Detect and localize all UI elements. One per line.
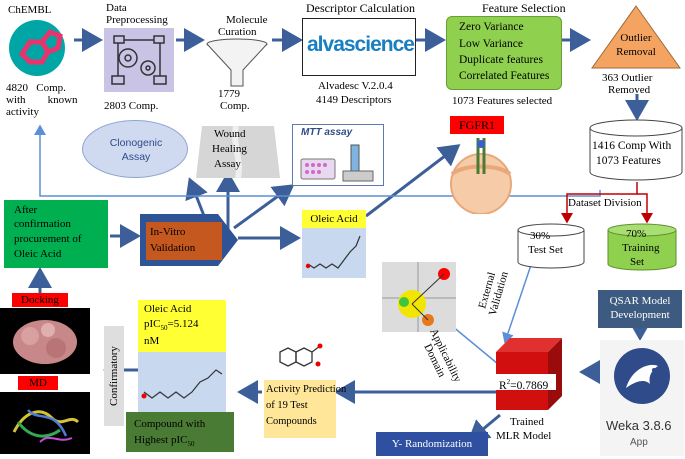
preprocessing-icon	[104, 28, 174, 92]
trained-line-2: MLR Model	[496, 430, 552, 442]
curation-title-1: Molecule	[226, 14, 268, 26]
qsar-line-2: Development	[610, 309, 670, 321]
y-randomization-box: Y- Randomization	[376, 432, 488, 456]
test-set-pct: 30%	[530, 230, 551, 242]
after-line-3: procurement of	[14, 233, 82, 245]
invitro-shape	[140, 214, 238, 266]
outlier-count-1: 363 Outlier	[602, 72, 653, 84]
wound-line-1: Wound	[214, 128, 246, 140]
feature-item: Duplicate features	[459, 54, 543, 66]
dataset-cylinder	[589, 119, 683, 181]
clonogenic-ellipse: Clonogenic Assay	[82, 120, 188, 178]
oleic-top-label: Oleic Acid	[302, 210, 366, 228]
test-set-label: Test Set	[528, 244, 563, 256]
training-set-cylinder	[607, 223, 677, 271]
md-image	[0, 392, 90, 454]
after-line-2: confirmation	[14, 218, 71, 230]
compound-line-1: Compound with	[134, 418, 206, 430]
chembl-activity: activity	[6, 106, 39, 118]
weka-name: Weka 3.8.6	[606, 418, 672, 433]
features-selected: 1073 Features selected	[452, 95, 553, 107]
after-line-4: Oleic Acid	[14, 248, 62, 260]
chembl-logo-icon	[9, 20, 65, 76]
y-randomization-label: Y- Randomization	[391, 438, 473, 450]
oleic-main-line-2: pIC50=5.124	[144, 318, 199, 333]
curation-count-2: Comp.	[220, 100, 250, 112]
dataset-line-1: 1416 Comp With	[592, 140, 672, 152]
chembl-count: 4820 Comp.	[6, 82, 66, 94]
clonogenic-line-1: Clonogenic	[109, 137, 163, 149]
qsar-box: QSAR Model Development	[598, 290, 682, 328]
wound-healing-shape	[196, 125, 280, 179]
md-label: MD	[18, 376, 58, 390]
fgfr1-label: FGFR1	[450, 116, 504, 134]
outlier-triangle	[591, 5, 681, 69]
test-set-cylinder	[517, 223, 585, 269]
external-validation: External Validation	[470, 256, 516, 336]
preprocessing-count: 2803 Comp.	[104, 100, 159, 112]
outlier-count-2: Removed	[608, 84, 651, 96]
training-set-line-1: Training	[622, 242, 660, 254]
confirmatory-label: Confirmatory	[108, 346, 120, 406]
oleic-main-structure	[138, 352, 226, 412]
mtt-assay-box: MTT assay	[292, 124, 384, 186]
trained-line-1: Trained	[510, 416, 544, 428]
confirmatory-box: Confirmatory	[104, 326, 124, 426]
compound-line-2: Highest pIC50	[134, 434, 195, 449]
clonogenic-line-2: Assay	[121, 151, 151, 163]
chembl-title: ChEMBL	[8, 4, 52, 16]
mtt-label: MTT assay	[301, 127, 353, 138]
qsar-line-1: QSAR Model	[609, 295, 671, 307]
applicability-plot	[382, 262, 456, 332]
feature-selection-box: Zero Variance Low Variance Duplicate fea…	[446, 16, 562, 90]
invitro-line-1: In-Vitro	[150, 226, 186, 238]
wound-line-3: Assay	[214, 158, 241, 170]
docking-label: Docking	[12, 293, 68, 307]
dataset-line-2: 1073 Features	[596, 155, 661, 167]
feature-selection-title: Feature Selection	[482, 1, 566, 15]
after-line-1: After	[14, 204, 38, 216]
chembl-with: with known	[6, 94, 78, 106]
after-confirmation-box: After confirmation procurement of Oleic …	[4, 200, 108, 268]
cell-receptor-icon	[450, 138, 512, 214]
preprocessing-title-1: Data	[106, 2, 127, 14]
feature-item: Zero Variance	[459, 21, 524, 33]
alvascience-logo-text: alvascience	[307, 33, 415, 56]
weka-app: Weka 3.8.6 App	[600, 340, 684, 456]
invitro-line-2: Validation	[150, 242, 196, 254]
activity-line-3: Compounds	[266, 416, 317, 427]
activity-line-1: Activity Prediction	[266, 384, 347, 395]
feature-item: Low Variance	[459, 38, 523, 50]
funnel-icon	[206, 38, 268, 87]
outlier-title-2: Removal	[616, 46, 656, 58]
descriptor-title: Descriptor Calculation	[306, 1, 415, 15]
dataset-division-label: Dataset Division	[568, 197, 642, 209]
oleic-main-line-1: Oleic Acid	[144, 303, 192, 315]
r2-label: R2=0.7869	[496, 374, 556, 392]
preprocessing-title-2: Preprocessing	[106, 14, 168, 26]
weka-sub: App	[630, 437, 648, 448]
weka-logo-icon	[614, 348, 670, 404]
molecule-structure-icon	[279, 343, 323, 367]
activity-line-2: of 19 Test	[266, 400, 308, 411]
feature-item: Correlated Features	[459, 70, 550, 82]
descriptor-version: Alvadesc V.2.0.4	[318, 80, 393, 92]
oleic-main-line-3: nM	[144, 335, 160, 347]
activity-text-box	[264, 380, 336, 438]
alvascience-logo: alvascience	[302, 18, 416, 76]
training-set-pct: 70%	[626, 228, 647, 240]
curation-title-2: Curation	[218, 26, 257, 38]
wound-line-2: Healing	[212, 143, 247, 155]
applicability-label: Applicability Domain	[420, 326, 463, 386]
curation-count-1: 1779	[218, 88, 240, 100]
oleic-top-structure	[302, 228, 366, 278]
training-set-line-2: Set	[630, 256, 645, 268]
oleic-main-label: Oleic Acid pIC50=5.124 nM	[138, 300, 226, 352]
docking-image	[0, 308, 90, 374]
compound-highest-box: Compound with Highest pIC50	[126, 412, 234, 452]
activity-prediction-box: Activity Prediction of 19 Test Compounds	[264, 342, 346, 440]
outlier-title-1: Outlier	[620, 32, 652, 44]
descriptor-count: 4149 Descriptors	[316, 94, 392, 106]
